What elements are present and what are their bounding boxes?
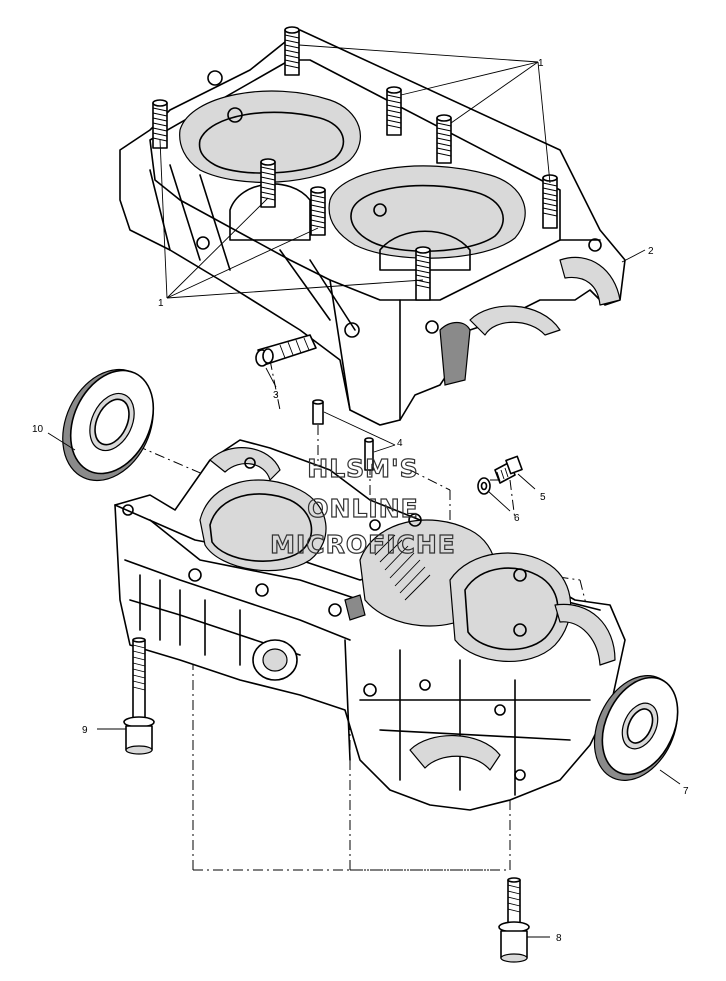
seal-part-10 xyxy=(62,368,155,482)
callout-6: 6 xyxy=(514,513,520,524)
stud-1 xyxy=(284,26,300,76)
upper-crankcase xyxy=(119,29,626,426)
stud-2 xyxy=(386,86,402,136)
stud-7 xyxy=(310,186,326,236)
callout-9: 9 xyxy=(82,725,88,736)
leader-lines xyxy=(47,44,681,938)
lower-crankcase xyxy=(114,439,626,811)
fitting-part-3 xyxy=(255,334,317,367)
bolt-part-9 xyxy=(123,637,155,755)
stud-6 xyxy=(260,158,276,208)
callout-labels: 1 1 2 3 4 5 6 7 8 9 10 xyxy=(32,58,689,944)
dowel-pins-part-4 xyxy=(312,399,374,471)
stud-4 xyxy=(542,174,558,229)
watermark: HLSM'S ONLINE MICROFICHE xyxy=(270,453,456,559)
washer-part-6 xyxy=(477,477,491,495)
plug-part-5 xyxy=(494,455,523,484)
callout-7: 7 xyxy=(683,786,689,797)
stud-8 xyxy=(415,246,431,301)
bolt-part-8 xyxy=(498,877,530,963)
callout-2: 2 xyxy=(648,246,654,257)
watermark-line-2: ONLINE xyxy=(307,494,418,523)
cylinder-studs xyxy=(152,26,558,301)
seal-part-7 xyxy=(593,675,679,781)
callout-5: 5 xyxy=(540,492,546,503)
watermark-line-3: MICROFICHE xyxy=(270,530,456,559)
watermark-line-1: HLSM'S xyxy=(307,454,418,483)
callout-10: 10 xyxy=(32,424,44,435)
callout-1-upper: 1 xyxy=(538,58,544,69)
callout-4: 4 xyxy=(397,438,403,449)
callout-3: 3 xyxy=(273,390,279,401)
stud-3 xyxy=(436,114,452,164)
callout-8: 8 xyxy=(556,933,562,944)
callout-1-lower: 1 xyxy=(158,298,164,309)
